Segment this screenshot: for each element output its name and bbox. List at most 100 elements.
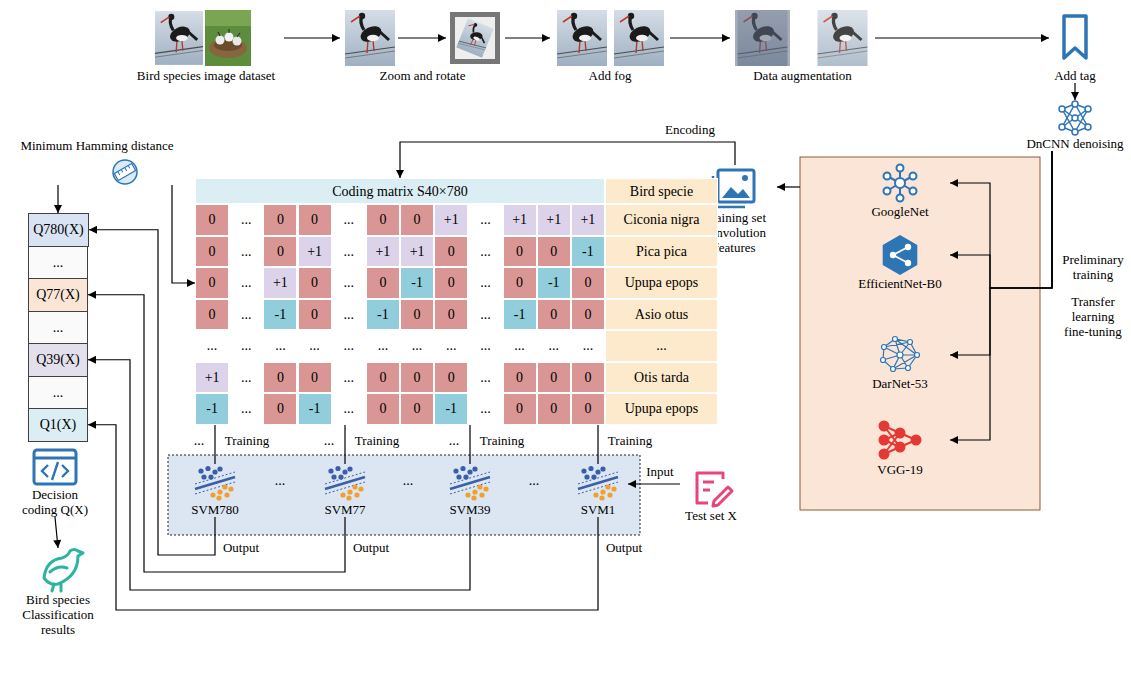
hamming-ruler-icon <box>113 160 137 184</box>
network-model: VGG-19 <box>850 418 950 477</box>
ellipsis: ... <box>275 473 286 488</box>
label-text: +1 <box>512 212 527 227</box>
decision-code-box: Q780(X) <box>28 213 89 247</box>
matrix-cell: ... <box>400 330 434 362</box>
matrix-header-cell: Bird specie <box>605 178 718 204</box>
decision-code-icon <box>34 450 76 484</box>
label-text: Upupa epops <box>625 275 699 290</box>
node-caption: Add fog <box>550 68 670 83</box>
matrix-cell: 0 <box>434 267 468 299</box>
node-caption: Minimum Hamming distance <box>12 138 182 153</box>
matrix-cell: -1 <box>537 267 571 299</box>
edge-label-text: Input <box>646 464 673 479</box>
matrix-cell: 0 <box>503 393 537 425</box>
matrix-cell: ... <box>332 267 366 299</box>
label-text: 0 <box>311 307 318 322</box>
svm-icons <box>195 466 235 501</box>
augmented-images <box>735 10 870 66</box>
label-text: 0 <box>584 401 591 416</box>
darknet-icon <box>882 345 887 350</box>
matrix-cell: 0 <box>503 267 537 299</box>
label-text: ... <box>343 212 354 227</box>
label-text: ... <box>480 370 491 385</box>
efficientnet-icon <box>905 244 911 250</box>
connector <box>469 425 470 464</box>
label-text: +1 <box>205 370 220 385</box>
matrix-cell: 0 <box>571 267 605 299</box>
edge-label-text: Training <box>480 433 524 448</box>
zoom-rotate-images <box>345 10 500 66</box>
label-text: ... <box>241 212 252 227</box>
label-text: 0 <box>311 370 318 385</box>
species-cell: Pica pica <box>605 236 718 268</box>
icon-space <box>340 8 505 68</box>
transfer-note: Preliminary training <box>1058 252 1128 282</box>
matrix-cell: 0 <box>298 267 332 299</box>
googlenet-icon <box>910 173 917 180</box>
matrix-cell: +1 <box>537 204 571 236</box>
node-caption: EfficientNet-B0 <box>850 276 950 291</box>
matrix-cell: ... <box>468 393 502 425</box>
species-cell: Ciconia nigra <box>605 204 718 236</box>
matrix-cell: 0 <box>366 362 400 394</box>
efficientnet-icon <box>890 252 896 258</box>
matrix-cell: +1 <box>503 204 537 236</box>
matrix-cell: -1 <box>400 267 434 299</box>
matrix-cell: ... <box>332 330 366 362</box>
label-text: ... <box>548 338 559 353</box>
googlenet-icon <box>897 165 904 172</box>
googlenet-icon <box>884 188 891 195</box>
label-text: Ciconia nigra <box>624 212 700 227</box>
species-cell: Otis tarda <box>605 362 718 394</box>
icon-space <box>1049 8 1101 68</box>
label-text: 0 <box>448 370 455 385</box>
matrix-cell: 0 <box>263 393 297 425</box>
matrix-cell: 0 <box>400 393 434 425</box>
node-caption: GoogleNet <box>850 204 950 219</box>
label-text: ... <box>480 307 491 322</box>
matrix-cell: 0 <box>503 236 537 268</box>
edge-label-text: Training <box>355 433 399 448</box>
node-caption: SVM77 <box>315 502 375 517</box>
matrix-cell: -1 <box>503 299 537 331</box>
googlenet-icon <box>910 188 917 195</box>
matrix-cell: ... <box>332 204 366 236</box>
matrix-cell: -1 <box>263 299 297 331</box>
matrix-cell: 0 <box>263 236 297 268</box>
matrix-cell: ... <box>468 299 502 331</box>
label-text: +1 <box>546 212 561 227</box>
label-text: 0 <box>414 212 421 227</box>
matrix-cell: ... <box>229 267 263 299</box>
label-text: 0 <box>414 307 421 322</box>
dncnn-icon <box>1059 106 1065 112</box>
darknet-icon <box>893 337 898 342</box>
label-text: 0 <box>516 244 523 259</box>
label-text: Upupa epops <box>625 401 699 416</box>
features-icon <box>713 170 754 207</box>
connector <box>57 185 58 213</box>
zoom-rotate-images <box>450 12 500 64</box>
darknet-icon <box>915 353 920 358</box>
label-text: 0 <box>516 275 523 290</box>
label-text: ... <box>309 338 320 353</box>
edge-label-text: Encoding <box>665 122 715 137</box>
zoom-rotate-images <box>398 37 446 38</box>
connector <box>344 425 345 464</box>
vgg-icon <box>880 422 921 459</box>
icon-space <box>8 548 108 592</box>
species-cell: Upupa epops <box>605 393 718 425</box>
matrix-cell: ... <box>229 299 263 331</box>
label-text: 0 <box>209 307 216 322</box>
matrix-cell: -1 <box>366 299 400 331</box>
label-text: -1 <box>548 275 560 290</box>
efficientnet-icon <box>883 235 918 275</box>
node-caption: Decision coding Q(X) <box>15 487 95 517</box>
label-text: ... <box>241 244 252 259</box>
googlenet-icon <box>897 195 904 202</box>
connector <box>214 425 215 464</box>
icon-space <box>550 8 670 68</box>
icon-space <box>850 234 950 276</box>
box-text: Q780(X) <box>33 222 84 237</box>
efficientnet-icon <box>905 260 911 266</box>
